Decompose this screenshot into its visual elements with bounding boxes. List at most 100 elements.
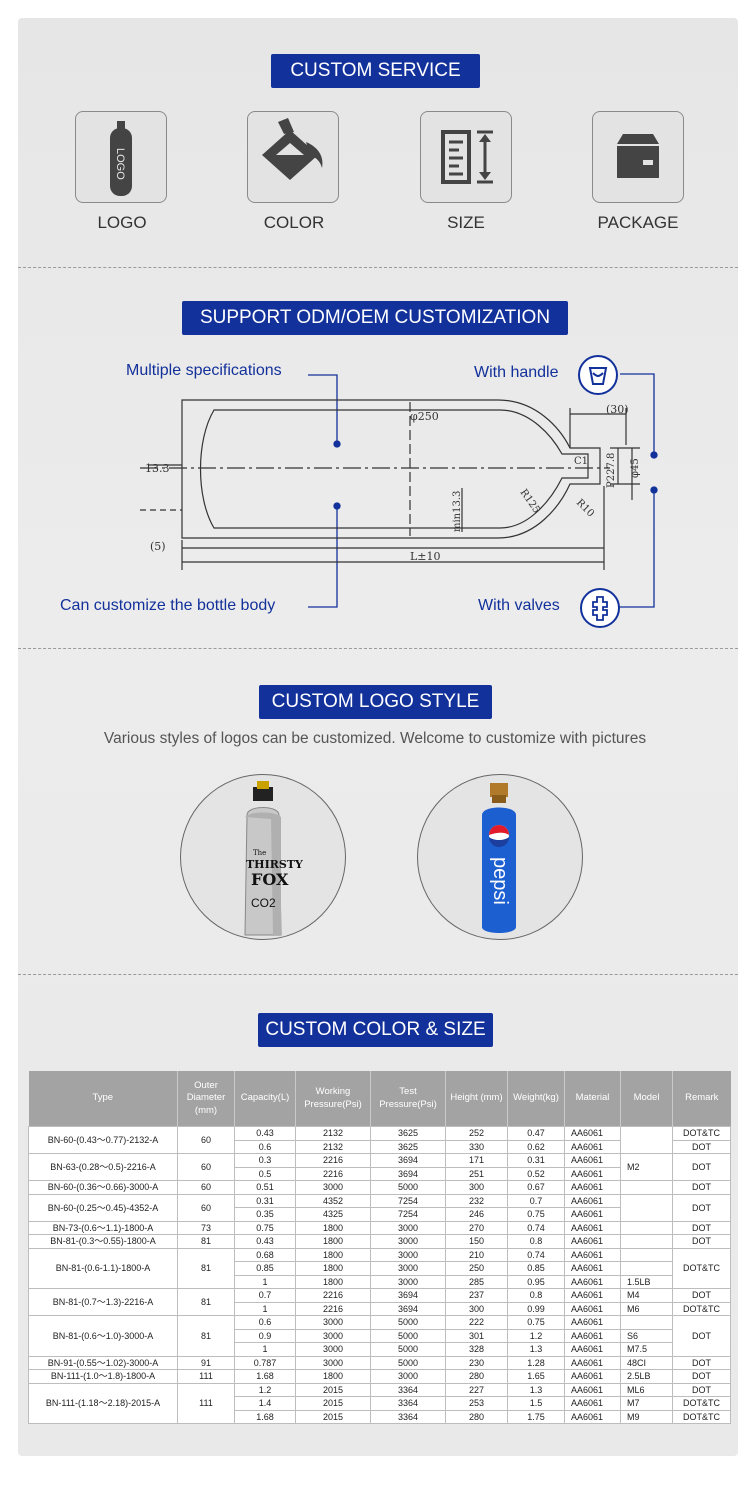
size-label: SIZE [447, 213, 485, 232]
dim-r10: R10 [574, 497, 596, 519]
table-cell: DOT&TC [672, 1126, 731, 1141]
table-cell: 330 [445, 1139, 508, 1154]
table-cell: 2132 [295, 1126, 371, 1141]
logo-option[interactable]: LOGO [75, 111, 167, 203]
pepsi-bottle-sample: pepsi [417, 774, 583, 940]
table-cell: 3364 [370, 1382, 446, 1397]
table-cell: 3000 [370, 1247, 446, 1262]
table-cell: 1.75 [507, 1409, 565, 1424]
color-option[interactable] [247, 111, 339, 203]
size-option[interactable] [420, 111, 512, 203]
table-cell: 0.99 [507, 1301, 565, 1316]
package-label: PACKAGE [597, 213, 679, 232]
table-cell: M2 [620, 1153, 673, 1181]
table-cell: 3694 [370, 1153, 446, 1168]
table-cell: AA6061 [564, 1166, 621, 1181]
dim-phi250: φ250 [410, 410, 439, 423]
table-cell: 1.3 [507, 1342, 565, 1357]
table-cell: 3000 [370, 1261, 446, 1276]
col-height: Height (mm) [445, 1071, 508, 1127]
col-capacity: Capacity(L) [234, 1071, 296, 1127]
table-cell [620, 1261, 673, 1276]
table-cell: AA6061 [564, 1220, 621, 1235]
fox-the-text: The [253, 849, 266, 857]
table-cell: DOT [672, 1382, 731, 1397]
table-cell: BN-91-(0.55～1.02)-3000-A [28, 1355, 178, 1370]
table-cell: 2216 [295, 1288, 371, 1303]
table-cell: 0.3 [234, 1153, 296, 1168]
table-cell: 7254 [370, 1193, 446, 1208]
table-cell: 0.51 [234, 1180, 296, 1195]
table-cell: 1800 [295, 1369, 371, 1384]
table-cell: AA6061 [564, 1180, 621, 1195]
thirsty-fox-bottle-sample: The THIRSTY FOX CO2 [180, 774, 346, 940]
table-cell: 1 [234, 1274, 296, 1289]
custom-logo-style-header: CUSTOM LOGO STYLE [259, 685, 492, 719]
table-cell: 2015 [295, 1382, 371, 1397]
table-cell: DOT [672, 1234, 731, 1249]
table-cell: 270 [445, 1220, 508, 1235]
divider [18, 648, 738, 649]
table-cell: 1.5LB [620, 1274, 673, 1289]
table-cell: M4 [620, 1288, 673, 1303]
table-cell: 0.7 [234, 1288, 296, 1303]
table-cell: 246 [445, 1207, 508, 1222]
specification-table: Type Outer Diameter (mm) Capacity(L) Wor… [28, 1071, 731, 1424]
table-cell: 81 [177, 1288, 235, 1316]
table-cell: AA6061 [564, 1342, 621, 1357]
table-cell: 1800 [295, 1274, 371, 1289]
table-cell: M6 [620, 1301, 673, 1316]
table-cell: AA6061 [564, 1247, 621, 1262]
table-cell: 60 [177, 1180, 235, 1195]
table-cell: 1800 [295, 1220, 371, 1235]
table-cell: 3000 [370, 1234, 446, 1249]
col-outer-diameter: Outer Diameter (mm) [177, 1071, 235, 1127]
table-cell [620, 1315, 673, 1330]
col-type: Type [28, 1071, 178, 1127]
table-cell: AA6061 [564, 1207, 621, 1222]
custom-service-header: CUSTOM SERVICE [271, 54, 480, 88]
table-cell: 280 [445, 1409, 508, 1424]
divider [18, 267, 738, 268]
table-cell: 3364 [370, 1396, 446, 1411]
multiple-specifications-label: Multiple specifications [126, 362, 282, 379]
valve-icon [580, 588, 620, 628]
table-cell: 3000 [295, 1180, 371, 1195]
table-cell: 0.75 [234, 1220, 296, 1235]
col-weight: Weight(kg) [507, 1071, 565, 1127]
table-cell: AA6061 [564, 1274, 621, 1289]
custom-color-size-header: CUSTOM COLOR & SIZE [258, 1013, 493, 1047]
table-cell: BN-60-(0.43～0.77)-2132-A [28, 1126, 178, 1154]
table-cell: 1.2 [507, 1328, 565, 1343]
table-cell: DOT&TC [672, 1396, 731, 1411]
ruler-size-icon [441, 130, 493, 184]
package-option[interactable] [592, 111, 684, 203]
table-cell: 3000 [370, 1220, 446, 1235]
table-cell [620, 1126, 673, 1154]
table-cell [620, 1234, 673, 1249]
table-cell: 60 [177, 1193, 235, 1222]
table-cell: BN-60-(0.36～0.66)-3000-A [28, 1180, 178, 1195]
table-cell: DOT [672, 1369, 731, 1384]
table-cell: 230 [445, 1355, 508, 1370]
table-cell: 5000 [370, 1342, 446, 1357]
table-cell: AA6061 [564, 1409, 621, 1424]
table-cell: 0.6 [234, 1139, 296, 1154]
customize-bottle-body-label: Can customize the bottle body [60, 597, 276, 614]
table-cell: M9 [620, 1409, 673, 1424]
table-cell: BN-81-(0.3～0.55)-1800-A [28, 1234, 178, 1249]
table-cell: 81 [177, 1315, 235, 1357]
table-cell: 0.31 [507, 1153, 565, 1168]
table-cell: 0.47 [507, 1126, 565, 1141]
table-cell: AA6061 [564, 1261, 621, 1276]
table-cell: AA6061 [564, 1234, 621, 1249]
table-cell: M7.5 [620, 1342, 673, 1357]
table-cell: 252 [445, 1126, 508, 1141]
table-cell [620, 1193, 673, 1222]
bottle-logo-icon: LOGO [110, 121, 132, 196]
